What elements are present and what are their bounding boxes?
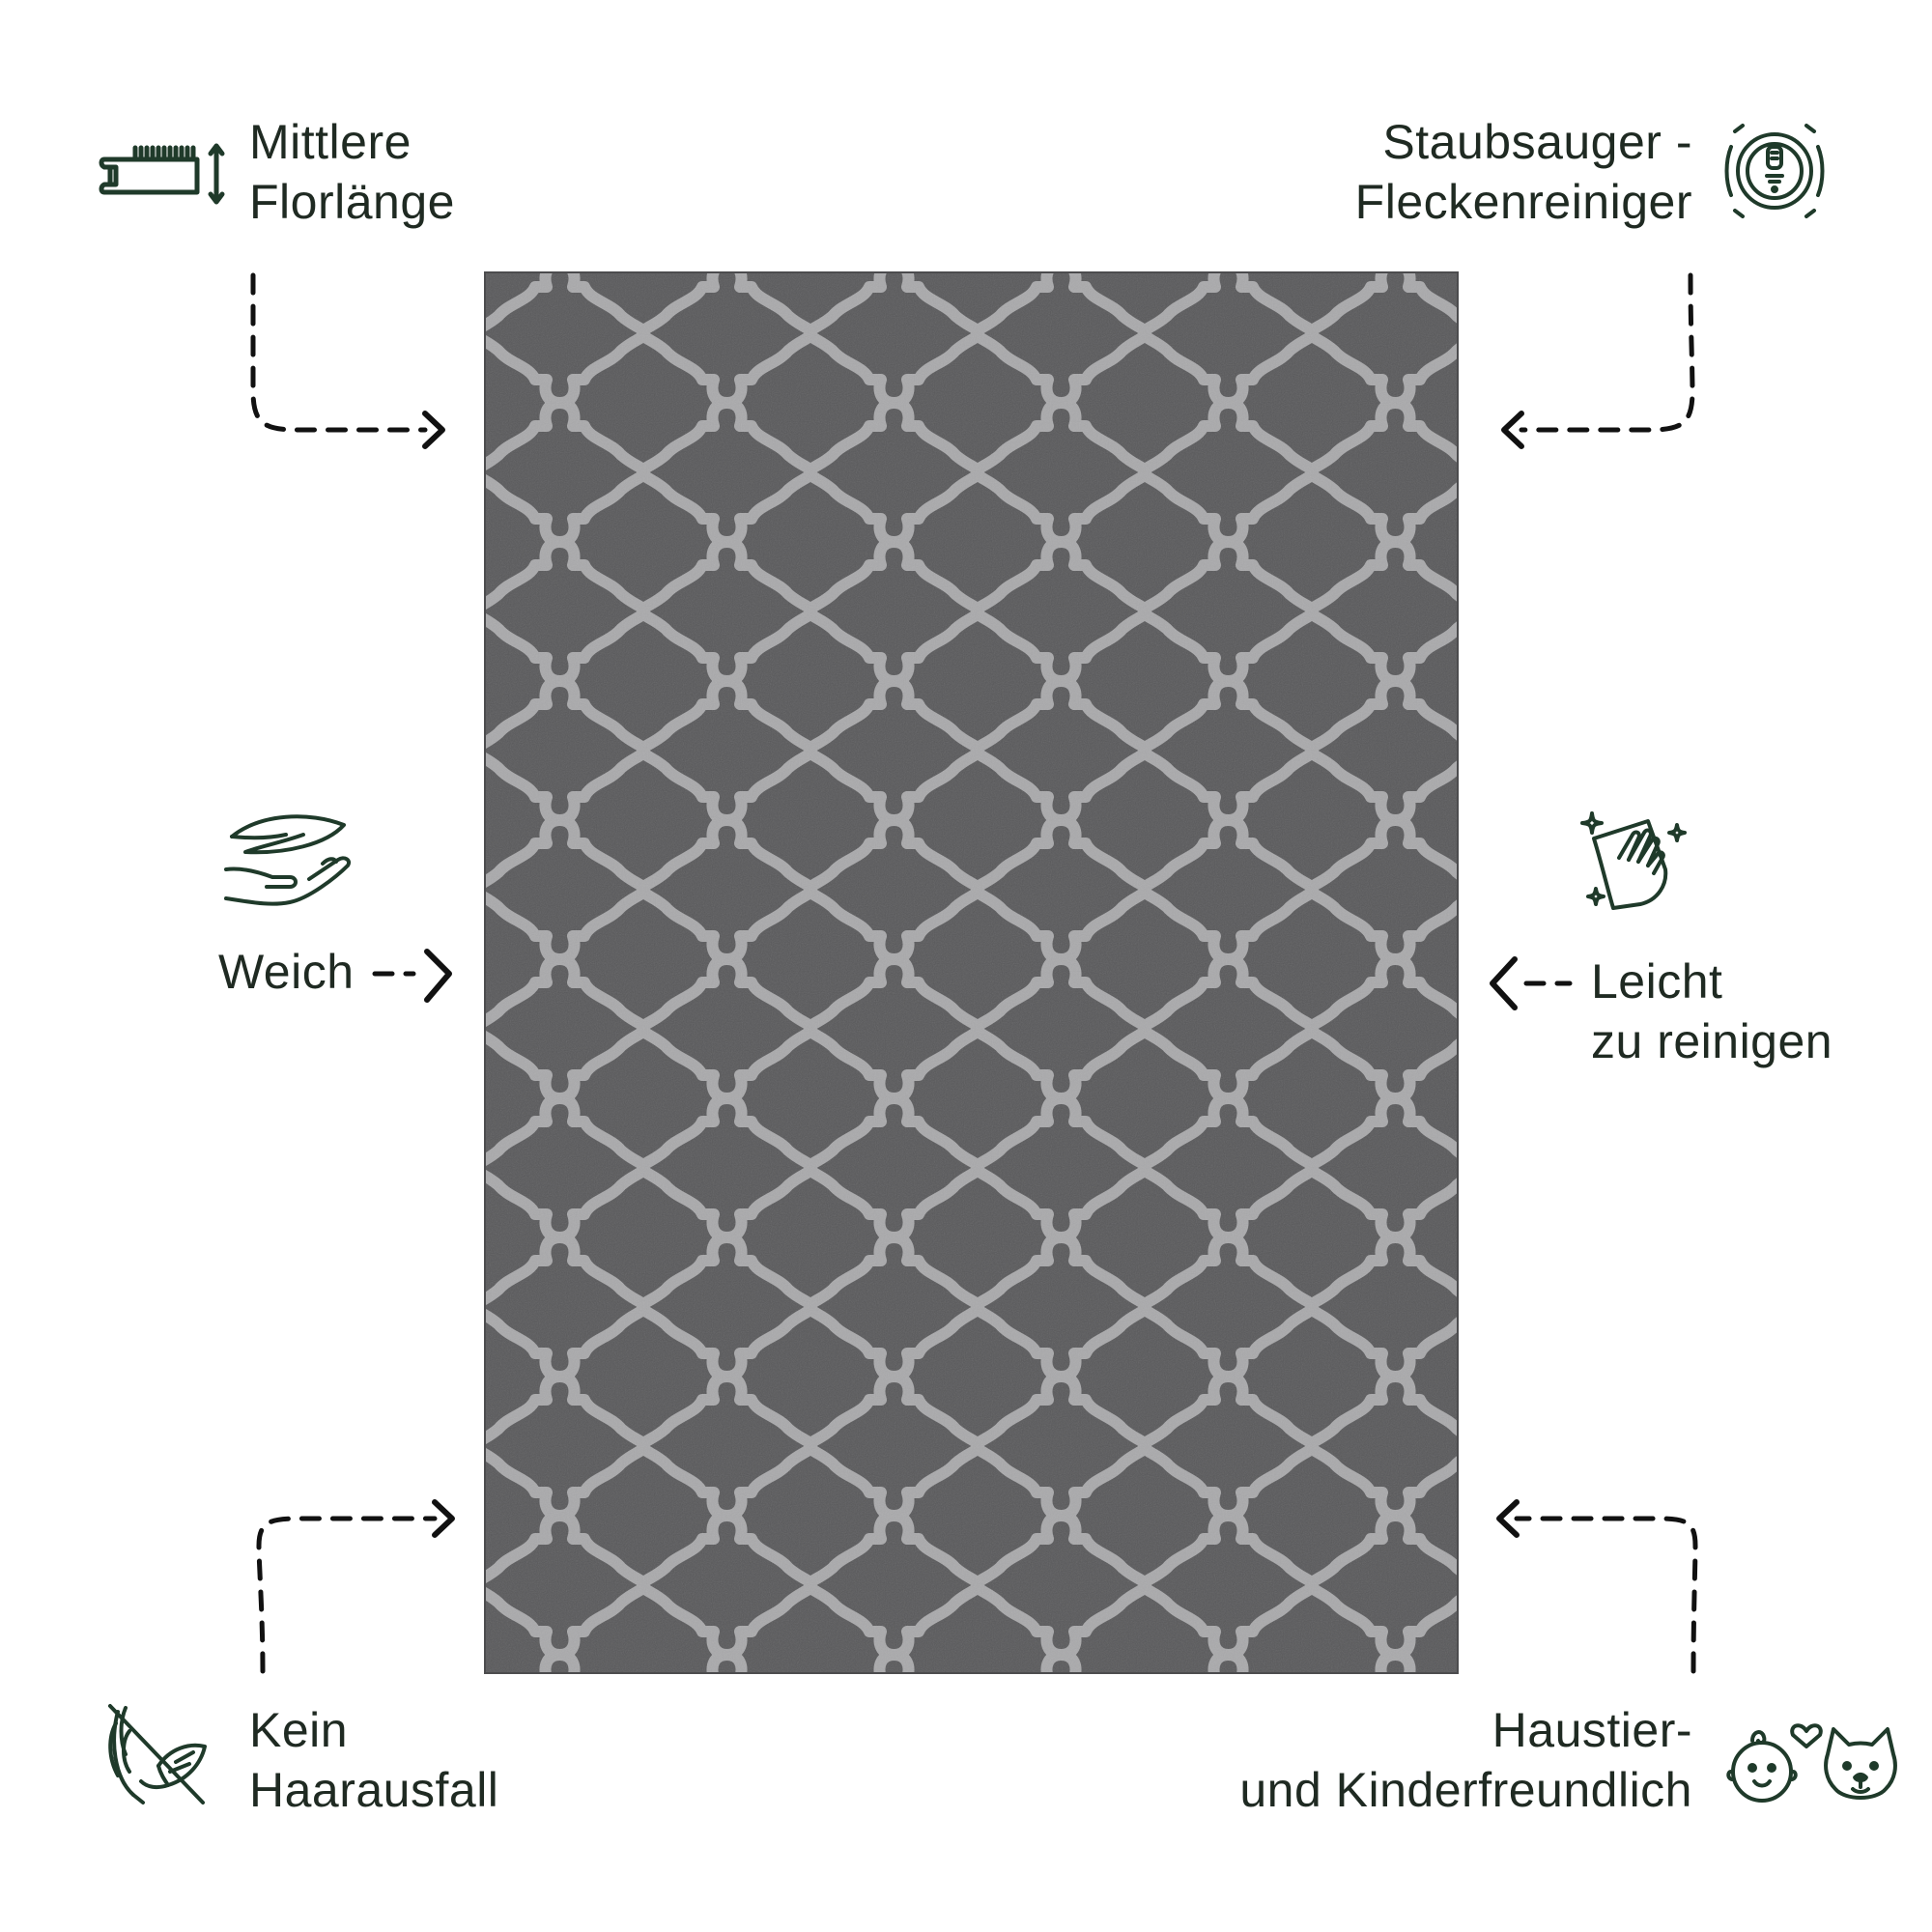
feature-vacuum-line1: Staubsauger - [1382, 115, 1692, 169]
feature-no-shedding-line2: Haarausfall [249, 1763, 499, 1817]
feature-soft: Weich [218, 942, 355, 1002]
feather-hand-icon [222, 810, 357, 916]
no-shedding-icon [100, 1702, 213, 1808]
feature-pet-kid-friendly: Haustier- und Kinderfreundlich [1239, 1700, 1692, 1820]
feature-pile-height-line1: Mittlere [249, 115, 412, 169]
feature-pile-height: Mittlere Florlänge [249, 112, 455, 232]
arrow-top-right [1519, 272, 1695, 433]
feature-pet-kid-friendly-line2: und Kinderfreundlich [1239, 1763, 1692, 1817]
robot-vacuum-icon [1721, 118, 1828, 224]
feature-vacuum: Staubsauger - Fleckenreiniger [1355, 112, 1692, 232]
feature-no-shedding: Kein Haarausfall [249, 1700, 498, 1820]
cleaning-cloth-icon [1580, 811, 1691, 918]
trellis-pattern [486, 273, 1457, 1672]
child-and-pet-icon [1723, 1710, 1897, 1816]
feature-no-shedding-line1: Kein [249, 1703, 349, 1757]
arrow-bottom-right [1514, 1516, 1698, 1674]
feature-easy-clean-line1: Leicht [1591, 954, 1723, 1009]
feature-vacuum-line2: Fleckenreiniger [1354, 175, 1692, 229]
feature-soft-line1: Weich [218, 945, 355, 999]
arrow-bottom-left [256, 1516, 438, 1674]
feature-easy-clean-line2: zu reinigen [1591, 1014, 1833, 1068]
pile-height-icon [97, 140, 232, 208]
feature-pet-kid-friendly-line1: Haustier- [1492, 1703, 1692, 1757]
feature-easy-clean: Leicht zu reinigen [1591, 952, 1833, 1071]
product-rug-image [486, 273, 1457, 1672]
feature-pile-height-line2: Florlänge [249, 175, 455, 229]
arrow-top-left [250, 272, 428, 433]
